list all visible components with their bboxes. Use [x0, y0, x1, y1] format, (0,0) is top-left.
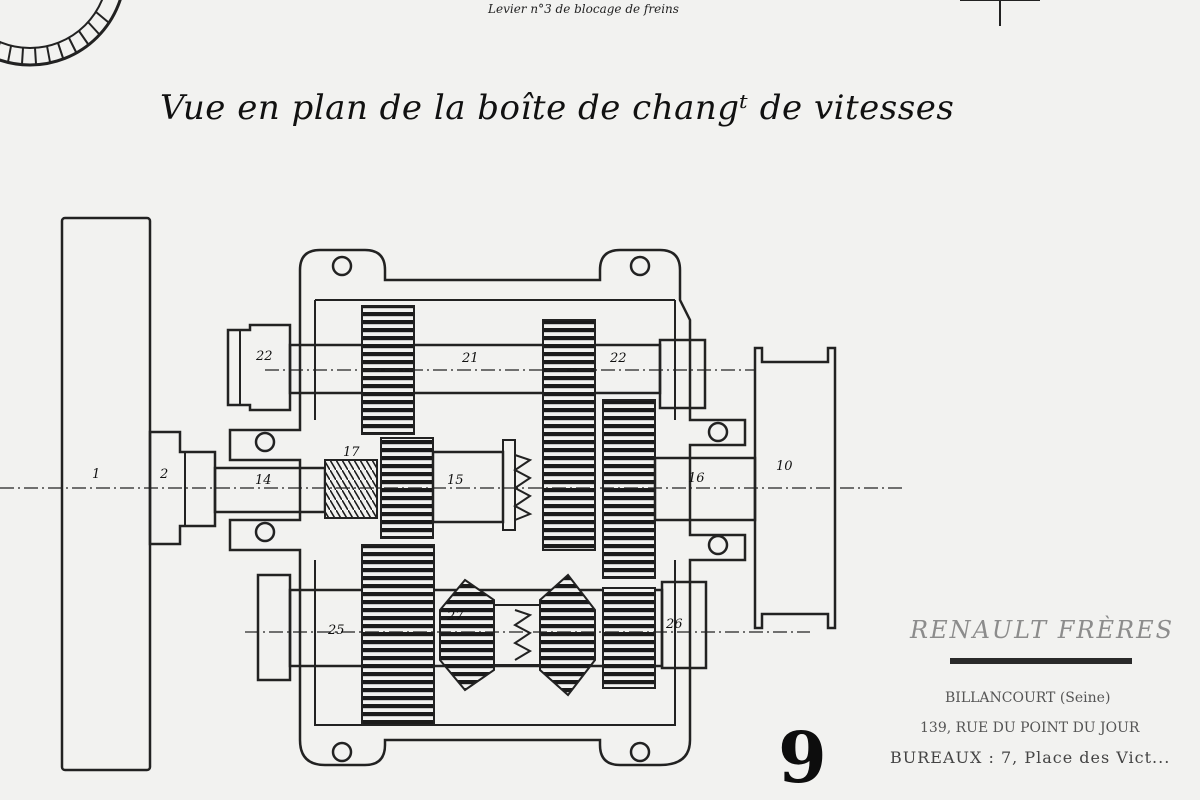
label-part-27: 27 — [446, 609, 464, 624]
shaft-15 — [431, 450, 505, 524]
corner-gear-fragment — [0, 0, 122, 67]
stamp-address-line2: 139, RUE DU POINT DU JOUR — [920, 720, 1140, 736]
gear-26 — [602, 587, 656, 689]
brake-drum-10 — [753, 346, 837, 630]
label-part-21: 21 — [461, 351, 479, 366]
stamp-company-name: RENAULT FRÈRES — [910, 616, 1175, 644]
label-part-25: 25 — [327, 623, 345, 638]
label-part-26: 26 — [665, 617, 683, 632]
bearing-22-left — [226, 323, 292, 412]
bearing-26 — [660, 580, 708, 670]
label-part-22b: 22 — [609, 351, 627, 366]
bearing-22-right — [658, 338, 707, 410]
stamp-address-line3: BUREAUX : 7, Place des Vict... — [890, 748, 1171, 767]
label-part-1: 1 — [92, 467, 100, 482]
flywheel-part-1 — [60, 216, 152, 772]
label-part-17: 17 — [343, 445, 360, 460]
center-lines — [0, 369, 905, 633]
gear-upper-right — [542, 319, 596, 551]
stamp-rule — [950, 658, 1132, 664]
label-part-14: 14 — [255, 473, 272, 488]
stamp-address-line1: BILLANCOURT (Seine) — [945, 690, 1111, 706]
bevel-gear-27-right — [539, 573, 596, 697]
label-part-10: 10 — [776, 459, 793, 474]
gear-upper-mid — [602, 399, 656, 579]
coupling-part-2 — [148, 430, 217, 546]
drawing-title: Vue en plan de la boîte de changᵗ de vit… — [160, 88, 955, 128]
label-part-15: 15 — [447, 473, 464, 488]
label-part-22a: 22 — [255, 349, 273, 364]
label-part-2: 2 — [159, 467, 168, 482]
bevel-gear-27-left — [439, 578, 495, 692]
sheet-number: 9 — [778, 716, 827, 799]
gearbox-housing — [228, 248, 747, 767]
top-caption: Levier n°3 de blocage de freins — [488, 2, 679, 16]
spring-17 — [324, 459, 378, 519]
label-part-16: 16 — [688, 471, 705, 486]
bearing-25 — [256, 573, 292, 682]
gear-25 — [361, 544, 435, 726]
shaft-16 — [653, 456, 757, 522]
bolt-holes — [254, 255, 729, 763]
top-right-fragment — [960, 0, 1040, 26]
dog-clutch — [502, 439, 533, 531]
